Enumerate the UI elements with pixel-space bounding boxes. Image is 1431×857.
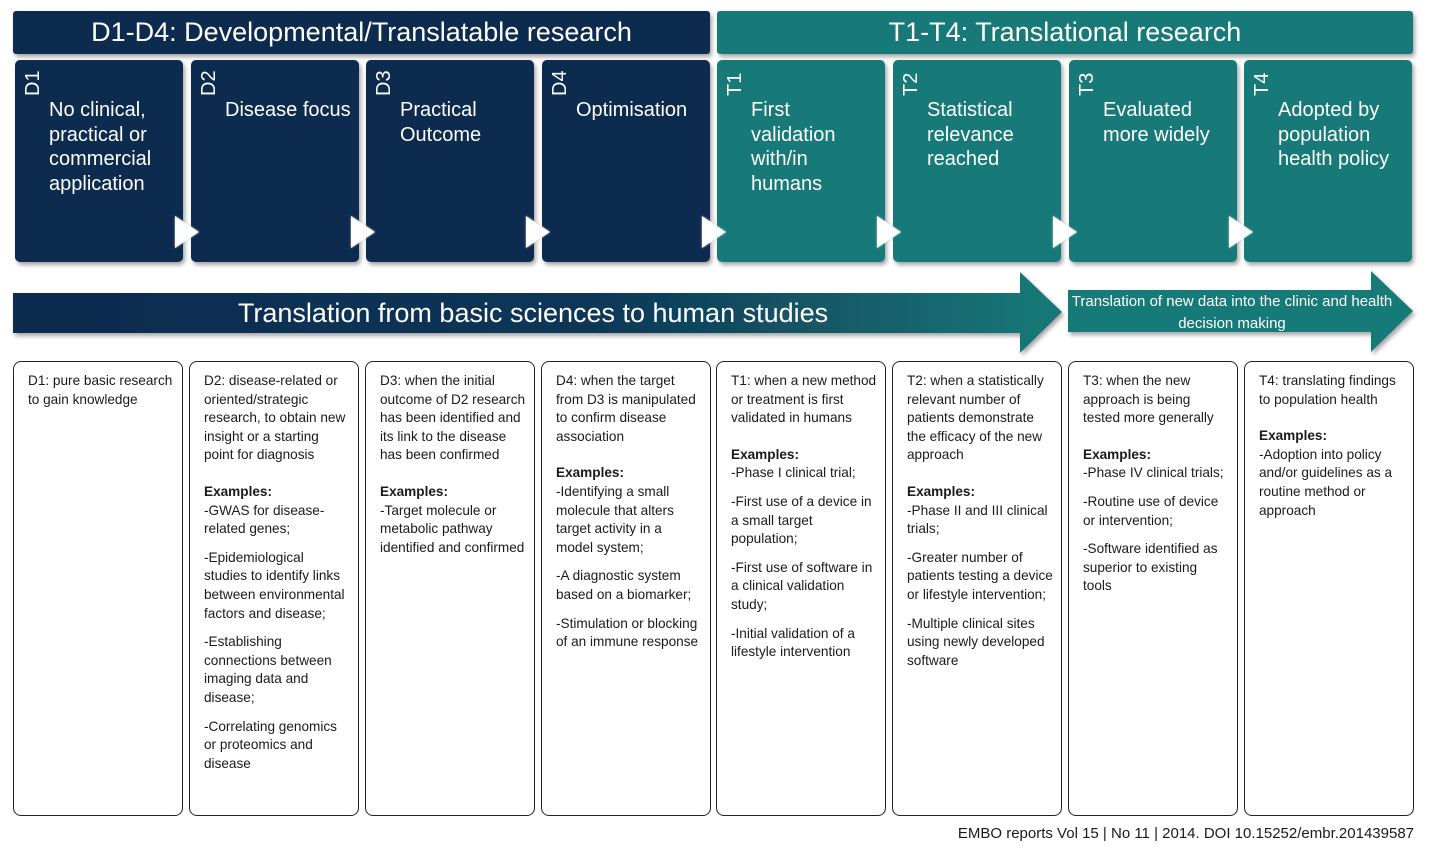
stage-code: D2 [198,70,220,96]
card-t1: T1: when a new method or treatment is fi… [716,361,886,816]
example-item: -Routine use of device or intervention; [1083,493,1219,528]
stage-box-d4: D4 Optimisation [542,60,726,262]
stage-box-t1: T1 First validation with/in humans [717,60,901,262]
example-item: -Target molecule or metabolic pathway id… [380,502,525,555]
example-item: -Greater number of patients testing a de… [907,549,1053,602]
card-t3: T3: when the new approach is being teste… [1068,361,1238,816]
stage-title: Statistical relevance reached [927,99,1014,170]
chevron-right-icon [702,216,726,248]
example-item: -First use of software in a clinical val… [731,559,873,612]
card-description: D3: when the initial outcome of D2 resea… [380,373,526,463]
stage-title: First validation with/in humans [751,99,836,195]
stage-title: Adopted by population health policy [1278,99,1390,170]
chevron-right-icon [351,216,375,248]
card-description: T1: when a new method or treatment is fi… [731,373,877,426]
card-t2: T2: when a statistically relevant number… [892,361,1062,816]
stage-code: D1 [22,70,44,96]
card-description: D1: pure basic research to gain knowledg… [28,373,173,407]
example-item: -A diagnostic system based on a biomarke… [556,568,692,602]
chevron-right-icon [1229,216,1253,248]
stage-code: T1 [724,72,746,96]
card-description: D4: when the target from D3 is manipulat… [556,373,696,444]
card-d4: D4: when the target from D3 is manipulat… [541,361,711,816]
chevron-right-icon [1053,216,1077,248]
card-description: T2: when a statistically relevant number… [907,373,1044,463]
arrow-clinic-decision [1068,271,1413,352]
example-item: -Software identified as superior to exis… [1083,541,1218,594]
examples-heading: Examples: [380,483,449,499]
stage-title: Optimisation [576,99,688,121]
chevron-right-icon [877,216,901,248]
stage-box-t4: T4 Adopted by population health policy [1244,60,1412,262]
card-description: T4: translating findings to population h… [1259,373,1396,407]
chevron-right-icon [526,216,550,248]
stage-code: D4 [549,70,571,96]
example-item: -Phase I clinical trial; [731,465,856,481]
stage-code: T2 [900,72,922,96]
example-item: -Establishing connections between imagin… [204,634,332,705]
stage-title: Disease focus [225,99,351,121]
stage-code: D3 [373,70,395,96]
stage-box-d3: D3 Practical Outcome [366,60,550,262]
example-item: -GWAS for disease-related genes; [204,502,325,537]
card-description: T3: when the new approach is being teste… [1083,373,1214,426]
card-d2: D2: disease-related or oriented/strategi… [189,361,359,816]
card-d1: D1: pure basic research to gain knowledg… [13,361,183,816]
stage-title: Practical Outcome [400,99,482,146]
example-item: -Multiple clinical sites using newly dev… [907,615,1045,668]
stage-box-t2: T2 Statistical relevance reached [893,60,1077,262]
example-item: -Correlating genomics or proteomics and … [204,718,337,771]
example-item: -Identifying a small molecule that alter… [556,483,674,555]
translation-arrows [13,271,1413,353]
card-description: D2: disease-related or oriented/strategi… [204,373,346,463]
example-item: -Stimulation or blocking of an immune re… [556,615,699,650]
example-item: -Adoption into policy and/or guidelines … [1259,446,1393,518]
developmental-header: D1-D4: Developmental/Translatable resear… [13,11,710,54]
stage-code: T4 [1251,72,1273,96]
banner-secondary-label: Translation of new data into the clinic … [1071,293,1393,332]
banner-main-label: Translation from basic sciences to human… [237,297,829,328]
example-item: -Phase II and III clinical trials; [907,502,1048,537]
example-item: -Initial validation of a lifestyle inter… [731,625,855,660]
examples-heading: Examples: [1259,428,1328,444]
chevron-right-icon [175,216,199,248]
stage-title: No clinical, practical or commercial app… [49,99,152,195]
examples-heading: Examples: [1083,446,1152,462]
example-item: -Phase IV clinical trials; [1083,465,1224,481]
stage-code: T3 [1076,72,1098,96]
examples-heading: Examples: [907,483,976,499]
examples-heading: Examples: [204,483,273,499]
translational-header: T1-T4: Translational research [717,11,1413,54]
example-item: -First use of a device in a small target… [731,493,872,547]
card-t4: T4: translating findings to population h… [1244,361,1414,816]
stage-box-d2: D2 Disease focus [191,60,375,262]
example-item: -Epidemiological studies to identify lin… [204,549,345,621]
citation-footer: EMBO reports Vol 15 | No 11 | 2014. DOI … [957,825,1414,842]
arrow-basic-to-human [13,272,1062,353]
stage-box-t3: T3 Evaluated more widely [1069,60,1253,262]
card-d3: D3: when the initial outcome of D2 resea… [365,361,535,816]
stage-box-d1: D1 No clinical, practical or commercial … [15,60,199,262]
examples-heading: Examples: [556,465,625,481]
stage-title: Evaluated more widely [1103,99,1210,146]
examples-heading: Examples: [731,446,800,462]
